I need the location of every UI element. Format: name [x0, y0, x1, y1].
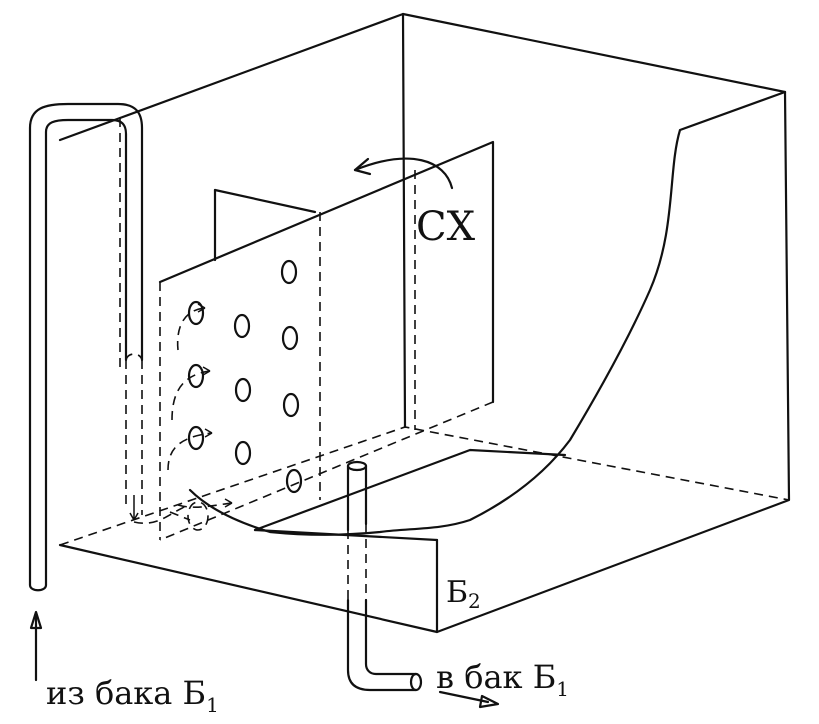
flow-arrows — [125, 303, 233, 531]
outlet-arrow-icon — [438, 690, 500, 709]
tank-floor — [59, 426, 790, 632]
inlet-pipe — [28, 102, 144, 592]
hole — [282, 392, 300, 418]
separator-plate — [158, 140, 495, 541]
hole — [280, 259, 298, 285]
rotation-arrow — [353, 157, 454, 190]
inlet-label: из бака Б1 — [46, 674, 219, 717]
outlet-pipe — [346, 460, 423, 692]
hole — [233, 313, 251, 339]
inner-baffle — [253, 448, 567, 542]
hole — [187, 363, 205, 389]
tank-label: Б2 — [446, 575, 481, 613]
hole — [187, 300, 205, 326]
plate-holes — [187, 259, 303, 494]
hole — [234, 377, 252, 403]
hole — [187, 425, 205, 451]
separator-label: СХ — [416, 204, 476, 250]
hole — [285, 468, 303, 494]
hole — [234, 440, 252, 466]
inlet-arrow-icon — [29, 610, 43, 682]
outlet-label: в бак Б1 — [436, 658, 569, 701]
hole — [281, 325, 299, 351]
